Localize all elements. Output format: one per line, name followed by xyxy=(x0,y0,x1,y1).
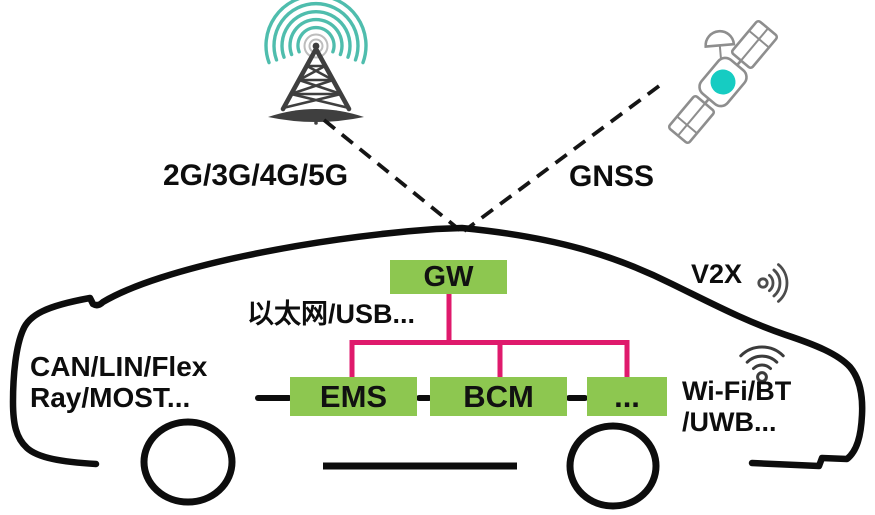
ethernet-usb-label: 以太网/USB... xyxy=(247,299,416,329)
v2x-label: V2X xyxy=(691,259,743,289)
can-lin-flexray-most-label: CAN/LIN/Flex Ray/MOST... xyxy=(30,351,207,413)
signal-waves-icon xyxy=(757,263,789,303)
car-outline xyxy=(9,224,866,470)
can-label-line2: Ray/MOST... xyxy=(30,382,191,413)
gnss-label: GNSS xyxy=(569,160,655,193)
wifi-bt-uwb-label: Wi-Fi/BT /UWB... xyxy=(682,376,791,438)
wifi-label-line2: /UWB... xyxy=(682,407,777,437)
gateway-node: GW xyxy=(390,260,507,294)
satellite-icon xyxy=(667,19,779,145)
cell-tower-icon xyxy=(264,0,368,125)
ethernet-backbone-wires xyxy=(349,292,630,379)
front-wheel xyxy=(140,418,236,506)
bcm-node: BCM xyxy=(430,377,567,416)
cellular-label: 2G/3G/4G/5G xyxy=(163,159,349,192)
wifi-label-line1: Wi-Fi/BT xyxy=(682,376,792,406)
cellular-link-dashed-line xyxy=(322,118,463,233)
can-label-line1: CAN/LIN/Flex xyxy=(30,351,208,382)
gnss-link-dashed-line xyxy=(462,84,661,233)
wifi-icon xyxy=(739,345,785,383)
more-ecus-node: ... xyxy=(587,377,667,416)
ems-node: EMS xyxy=(290,377,417,416)
rear-wheel xyxy=(566,422,660,510)
